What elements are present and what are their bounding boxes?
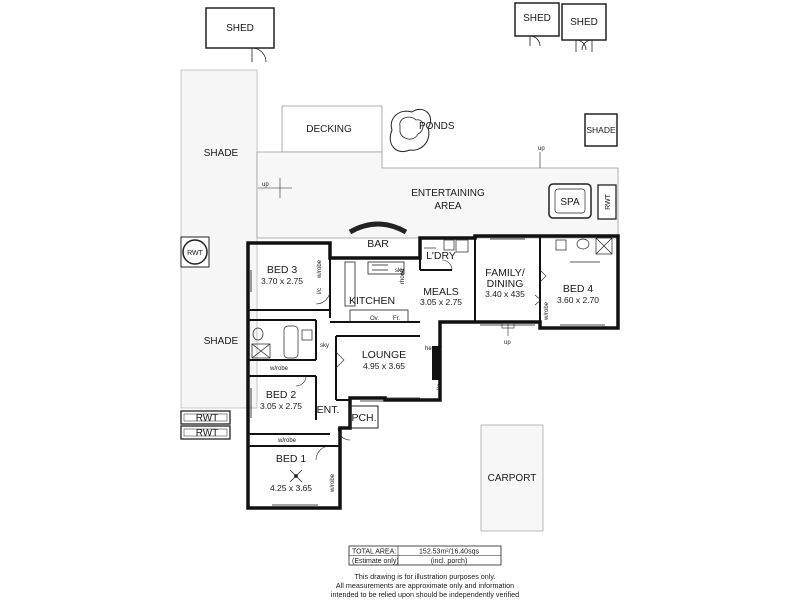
up-label: up bbox=[504, 340, 511, 346]
rwt-label: RWT bbox=[605, 193, 612, 210]
rangehood-label: rhood bbox=[400, 269, 406, 284]
spa-label: SPA bbox=[560, 197, 580, 208]
rwt-label: RWT bbox=[187, 250, 204, 257]
rwt-label: RWT bbox=[196, 428, 219, 439]
bar-bench bbox=[348, 221, 408, 235]
shed-label: SHED bbox=[226, 23, 254, 34]
room-name-bed3: BED 3 bbox=[267, 264, 298, 276]
room-name-porch: PCH. bbox=[351, 412, 376, 424]
up-arrow: up bbox=[501, 322, 515, 346]
room-name-kitchen: KITCHEN bbox=[349, 295, 395, 307]
linen-label: l/c bbox=[437, 384, 443, 390]
room-name-bed4: BED 4 bbox=[563, 283, 594, 295]
shed-label: SHED bbox=[570, 17, 598, 28]
decking-label: DECKING bbox=[306, 124, 352, 135]
shed-left: SHED bbox=[205, 7, 275, 63]
area-value: 152.53m²/16.40sqs bbox=[419, 549, 479, 556]
rwt-tank: RWT bbox=[180, 410, 231, 425]
wrobe-label: w/robe bbox=[544, 301, 550, 321]
bathroom-fixtures bbox=[251, 325, 313, 359]
windows bbox=[247, 235, 605, 509]
disclaimer-line: intended to be relied upon should be ind… bbox=[331, 590, 519, 599]
heater-fireplace bbox=[432, 346, 440, 380]
wrobe-label: w/robe bbox=[277, 438, 297, 444]
shed-middle: SHED bbox=[514, 2, 560, 47]
room-size-meals: 3.05 x 2.75 bbox=[420, 297, 462, 307]
up-arrow: up bbox=[258, 178, 292, 198]
wrobe-label: w/robe bbox=[317, 259, 323, 279]
oven-label: Ov. bbox=[370, 316, 379, 322]
up-label: up bbox=[262, 182, 269, 188]
doors bbox=[295, 259, 547, 461]
heater-label: heater bbox=[425, 346, 442, 352]
room-size-bed4: 3.60 x 2.70 bbox=[557, 295, 599, 305]
room-size-bed3: 3.70 x 2.75 bbox=[261, 276, 303, 286]
area-table: TOTAL AREA: 152.53m²/16.40sqs (Estimate … bbox=[348, 545, 502, 566]
room-name-entry: ENT. bbox=[317, 404, 340, 416]
shed-label: SHED bbox=[523, 13, 551, 24]
skylight-label: sky bbox=[320, 343, 329, 349]
room-name-laundry: L'DRY bbox=[426, 250, 456, 262]
disclaimer-line: All measurements are approximate only an… bbox=[336, 581, 514, 590]
disclaimer-line: This drawing is for illustration purpose… bbox=[355, 572, 496, 581]
spa: SPA bbox=[548, 183, 592, 219]
rwt-tank: RWT bbox=[180, 425, 231, 440]
wrobe-label: w/robe bbox=[330, 473, 336, 493]
room-name-meals: MEALS bbox=[423, 286, 459, 298]
room-name-family: DINING bbox=[487, 278, 524, 290]
room-name-bar: BAR bbox=[367, 238, 389, 250]
decking: DECKING bbox=[281, 105, 383, 153]
rwt-circle: RWT bbox=[180, 236, 210, 268]
room-size-family: 3.40 x 435 bbox=[485, 289, 525, 299]
ceiling-fan-icon bbox=[289, 469, 303, 483]
area-label: (Estimate only) bbox=[352, 558, 399, 565]
shade-label: SHADE bbox=[204, 336, 239, 347]
room-size-bed1: 4.25 x 3.65 bbox=[270, 483, 312, 493]
wrobe-label: w/robe bbox=[269, 366, 289, 372]
up-label: up bbox=[538, 146, 545, 152]
entertaining-area: ENTERTAINING AREA bbox=[256, 151, 619, 239]
skylight-label: sky bbox=[395, 268, 404, 274]
linen-label: l/c bbox=[317, 288, 323, 294]
room-size-bed2: 3.05 x 2.75 bbox=[260, 401, 302, 411]
interior-walls bbox=[248, 236, 541, 447]
area-label: TOTAL AREA: bbox=[352, 549, 396, 556]
carport-label: CARPORT bbox=[488, 473, 537, 484]
shade-right: SHADE bbox=[584, 113, 618, 147]
ponds: PONDS bbox=[389, 108, 455, 152]
shade-label: SHADE bbox=[586, 125, 616, 135]
ponds-label: PONDS bbox=[419, 121, 455, 132]
room-name-lounge: LOUNGE bbox=[362, 349, 406, 361]
entertaining-label: AREA bbox=[434, 201, 462, 212]
shade-label: SHADE bbox=[204, 148, 239, 159]
room-name-bed2: BED 2 bbox=[266, 389, 297, 401]
rwt-right: RWT bbox=[597, 184, 617, 220]
room-size-lounge: 4.95 x 3.65 bbox=[363, 361, 405, 371]
fridge-label: Fr. bbox=[393, 316, 400, 322]
laundry-fixtures bbox=[424, 239, 469, 253]
up-arrow: up bbox=[538, 146, 545, 168]
kitchen-benches bbox=[344, 261, 409, 323]
porch-outline bbox=[349, 405, 379, 429]
rwt-label: RWT bbox=[196, 413, 219, 424]
room-name-bed1: BED 1 bbox=[276, 453, 307, 465]
ensuite-fixtures bbox=[555, 237, 613, 263]
carport: CARPORT bbox=[480, 424, 544, 532]
area-value: (incl. porch) bbox=[431, 558, 468, 565]
shed-right: SHED bbox=[561, 3, 607, 52]
entertaining-label: ENTERTAINING bbox=[411, 188, 485, 199]
room-name-family: FAMILY/ bbox=[485, 267, 525, 279]
